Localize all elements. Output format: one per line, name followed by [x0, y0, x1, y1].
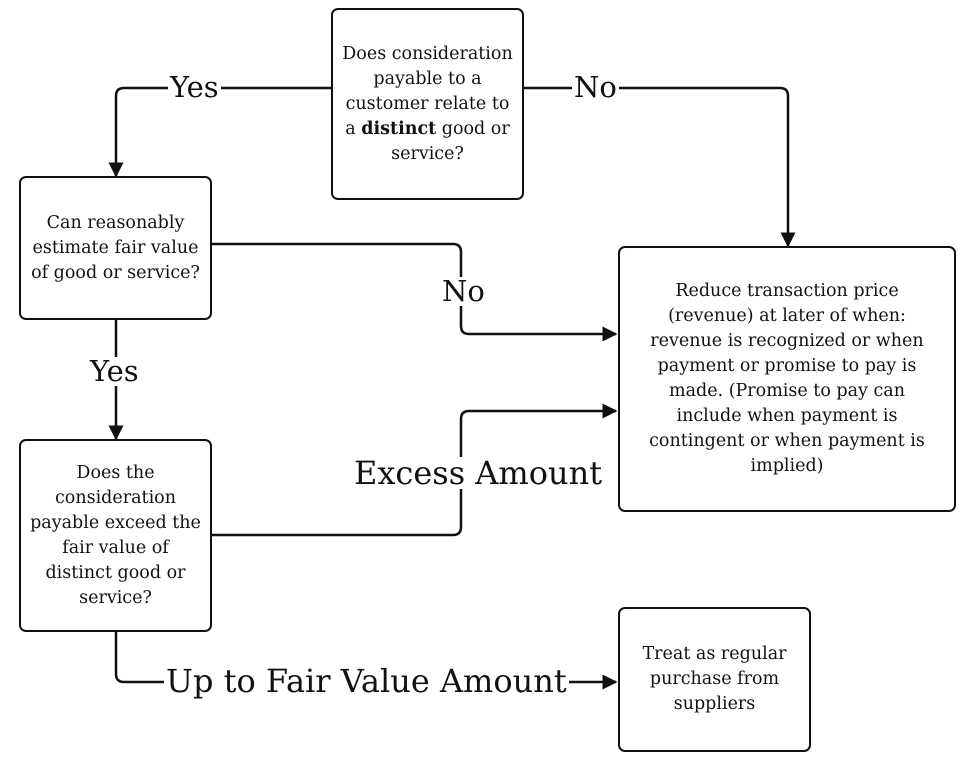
exceed-question-text: Does the consideration payable exceed th…: [30, 462, 201, 608]
fair-value-question-text: Can reasonably estimate fair value of go…: [31, 212, 200, 283]
distinct-emphasis: distinct: [361, 118, 437, 139]
regular-purchase-text: Treat as regular purchase from suppliers: [642, 644, 787, 714]
label-yes-top: Yes: [168, 70, 221, 104]
regular-purchase-box: Treat as regular purchase from suppliers: [618, 607, 811, 752]
edge-up-to-fair: [114, 632, 618, 690]
label-no-middle: No: [440, 274, 487, 308]
edge-no-middle: [210, 242, 618, 342]
label-yes-middle: Yes: [88, 354, 141, 388]
label-up-to-fair-value: Up to Fair Value Amount: [164, 662, 569, 700]
distinct-question-box: Does consideration payable to a customer…: [331, 8, 524, 200]
reduce-price-box: Reduce transaction price (revenue) at la…: [618, 246, 956, 512]
edge-no-top: [524, 86, 796, 248]
edge-yes-top: [108, 86, 331, 178]
distinct-question-text: Does consideration payable to a customer…: [342, 43, 513, 164]
reduce-price-text: Reduce transaction price (revenue) at la…: [649, 281, 925, 476]
label-no-top: No: [572, 70, 619, 104]
label-excess-amount: Excess Amount: [352, 454, 605, 492]
fair-value-question-box: Can reasonably estimate fair value of go…: [19, 176, 212, 320]
exceed-question-box: Does the consideration payable exceed th…: [19, 439, 212, 632]
